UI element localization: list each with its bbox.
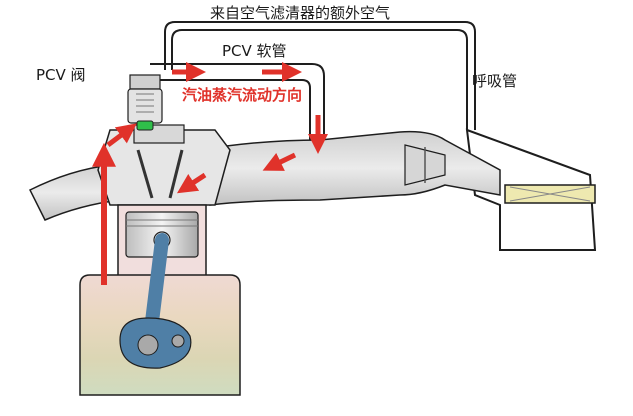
vapor-flow-label: 汽油蒸汽流动方向 (182, 86, 303, 104)
breather-hose-label: 呼吸管 (472, 72, 518, 90)
flow-arrow-intake-1 (262, 152, 297, 171)
flow-arrow-intake-2 (176, 172, 207, 194)
intake-duct (199, 130, 501, 206)
vapor-flow-arrows (92, 62, 328, 285)
pcv-hose-label: PCV 软管 (222, 42, 287, 60)
pcv-hose (150, 63, 325, 150)
pcv-valve-label: PCV 阀 (36, 66, 86, 84)
extra-air-label: 来自空气滤清器的额外空气 (210, 4, 391, 22)
flow-arrow-to-valve (106, 123, 137, 147)
pcv-valve-tip (136, 120, 154, 131)
crankshaft (119, 233, 192, 369)
air-cleaner-box (465, 128, 597, 251)
pcv-valve (127, 74, 163, 131)
extra-air-pipe (164, 21, 476, 130)
